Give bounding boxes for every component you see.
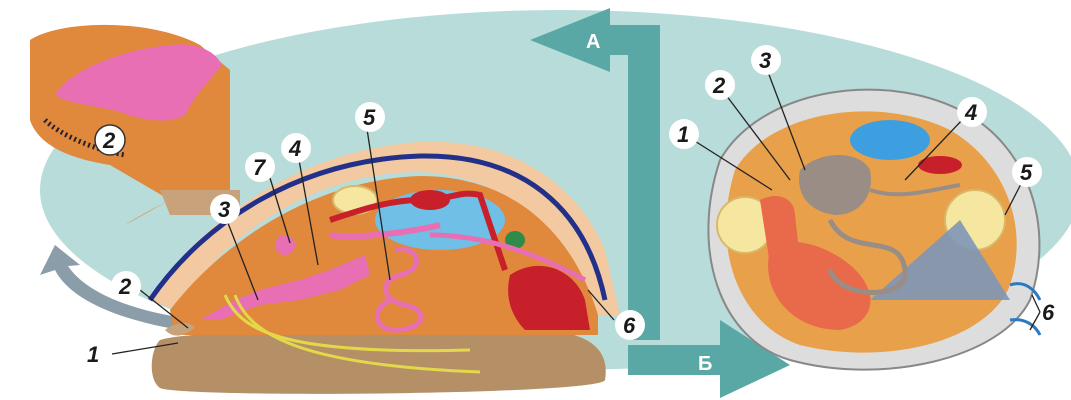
svg-text:4: 4 <box>964 100 977 125</box>
left-label-2: 2 <box>111 271 141 301</box>
right-label-2: 2 <box>705 70 735 100</box>
right-label-5: 5 <box>1012 157 1042 187</box>
right-label-6: 6 <box>1042 300 1055 325</box>
svg-text:2: 2 <box>118 274 132 299</box>
svg-text:4: 4 <box>288 136 301 161</box>
svg-text:6: 6 <box>1042 300 1055 325</box>
left-label-6: 6 <box>615 310 645 340</box>
left-label-7: 7 <box>245 152 275 182</box>
svg-text:5: 5 <box>363 105 376 130</box>
left-label-4: 4 <box>281 133 311 163</box>
inset-label: 2 <box>102 128 116 153</box>
foot <box>152 328 606 394</box>
blue-organ-right <box>850 120 930 160</box>
arrow-a-label: А <box>586 31 600 53</box>
left-label-3: 3 <box>210 194 240 224</box>
svg-text:3: 3 <box>759 48 771 73</box>
svg-text:1: 1 <box>677 122 689 147</box>
left-label-5: 5 <box>355 102 385 132</box>
svg-text:7: 7 <box>253 155 267 180</box>
svg-text:6: 6 <box>623 313 636 338</box>
svg-text:1: 1 <box>87 342 99 367</box>
top-view-animal <box>708 90 1040 370</box>
right-label-1: 1 <box>669 119 699 149</box>
svg-text:3: 3 <box>218 197 230 222</box>
arrow-b-label: Б <box>698 353 712 375</box>
left-label-1: 1 <box>87 342 99 367</box>
svg-text:2: 2 <box>712 73 726 98</box>
right-label-4: 4 <box>957 97 987 127</box>
svg-text:5: 5 <box>1020 160 1033 185</box>
right-label-3: 3 <box>751 45 781 75</box>
